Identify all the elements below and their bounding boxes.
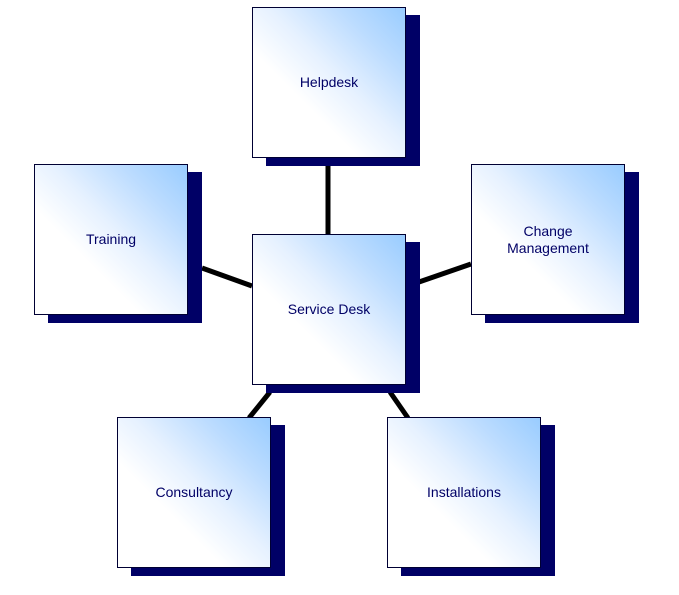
connector-training	[201, 265, 253, 289]
node-box: Training	[34, 164, 188, 315]
node-label-service-desk: Service Desk	[287, 301, 371, 317]
node-label-consultancy: Consultancy	[155, 484, 233, 500]
node-box: Consultancy	[117, 417, 271, 568]
node-label-change-management: Change Management	[507, 222, 589, 256]
node-change-management: Change Management	[471, 164, 639, 323]
connector-installations	[387, 390, 411, 420]
node-installations: Installations	[387, 417, 555, 576]
node-label-training: Training	[85, 231, 137, 247]
node-box: Helpdesk	[252, 7, 406, 158]
connector-change-management	[418, 261, 472, 285]
node-box: Service Desk	[252, 234, 406, 385]
node-label-installations: Installations	[427, 484, 501, 500]
node-service-desk: Service Desk	[252, 234, 420, 393]
node-consultancy: Consultancy	[117, 417, 285, 576]
node-box: Change Management	[471, 164, 625, 315]
node-helpdesk: Helpdesk	[252, 7, 420, 166]
node-label-helpdesk: Helpdesk	[299, 74, 359, 90]
node-training: Training	[34, 164, 202, 323]
connector-consultancy	[247, 390, 272, 420]
node-box: Installations	[387, 417, 541, 568]
